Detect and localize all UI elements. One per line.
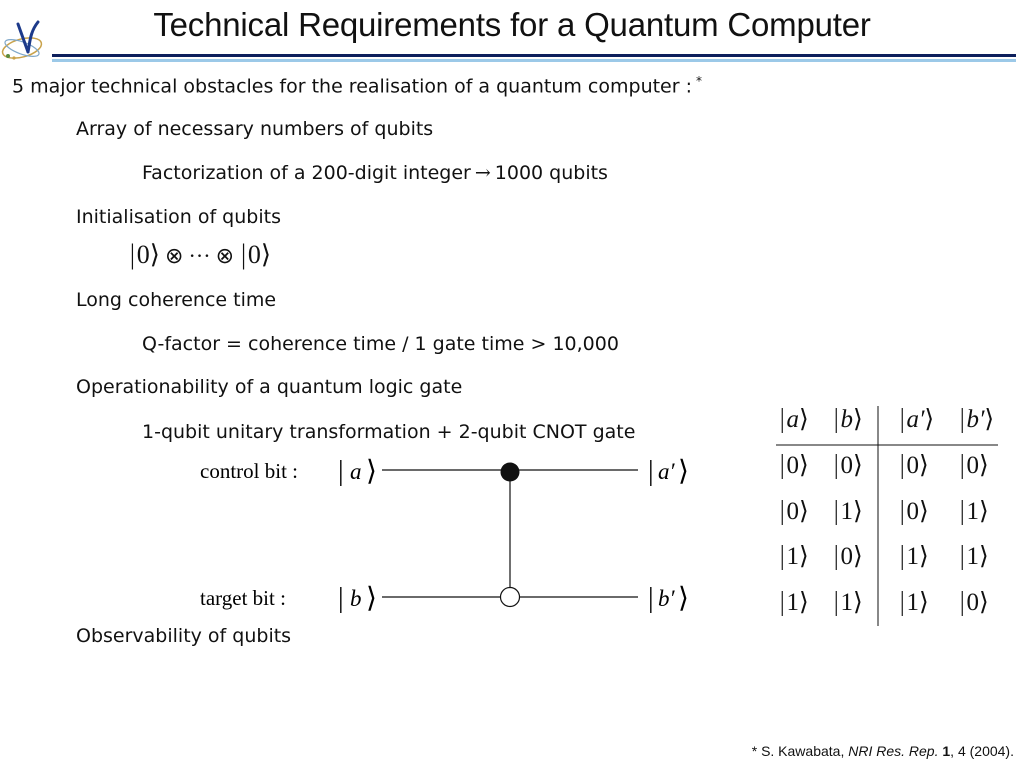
item-qubit-array-detail: Factorization of a 200-digit integer→100… [142, 162, 608, 184]
svg-text:a′: a′ [658, 459, 676, 484]
qubit-count-text: 1000 qubits [494, 162, 608, 184]
svg-text:b′: b′ [658, 586, 676, 611]
svg-text:⟩: ⟩ [678, 456, 689, 487]
footnote-authors: S. Kawabata, [761, 743, 845, 759]
table-cell: |1⟩ [778, 587, 809, 616]
item-initialisation: Initialisation of qubits [76, 206, 281, 228]
footnote-volume: 1 [942, 743, 951, 759]
item-qubit-array: Array of necessary numbers of qubits [76, 118, 434, 140]
tensor-product-icon: ⊗ [165, 243, 184, 268]
table-cell: |0⟩ [898, 450, 929, 479]
item-observability: Observability of qubits [76, 625, 292, 647]
target-xor-icon [499, 586, 521, 608]
svg-text:a: a [350, 459, 362, 484]
table-cell: |1⟩ [958, 541, 989, 570]
institution-logo-icon [0, 18, 48, 64]
table-cell: |0⟩ [898, 496, 929, 525]
control-dot-icon [500, 462, 520, 482]
target-input-ket: | b ⟩ [338, 583, 377, 614]
item-logic-gate: Operationability of a quantum logic gate [76, 376, 463, 398]
cnot-truth-table: |a⟩ |b⟩ |a′⟩ |b′⟩ |0⟩ |0⟩ |0⟩ |0⟩ |0⟩ |1⟩ |0⟩ |1⟩ |1… [770, 398, 1010, 638]
table-cell: |1⟩ [778, 541, 809, 570]
footnote-marker: * [696, 74, 703, 88]
control-output-ket: | a′ ⟩ [648, 456, 689, 487]
item-coherence-detail: Q-factor = coherence time / 1 gate time … [142, 333, 619, 355]
intro-text: 5 major technical obstacles for the real… [12, 74, 702, 97]
item-logic-gate-detail: 1-qubit unitary transformation + 2-qubit… [142, 421, 636, 443]
control-bit-label: control bit : [200, 459, 298, 483]
table-header-cell: |a′⟩ [898, 404, 935, 433]
table-cell: |1⟩ [832, 587, 863, 616]
footnote-pages: , 4 (2004). [950, 743, 1014, 759]
svg-text:⟩: ⟩ [678, 583, 689, 614]
intro-sentence: 5 major technical obstacles for the real… [12, 75, 693, 98]
table-cell: |0⟩ [778, 450, 809, 479]
table-header-cell: |b′⟩ [958, 404, 995, 433]
svg-text:|: | [338, 583, 344, 614]
target-output-ket: | b′ ⟩ [648, 583, 689, 614]
slide-title: Technical Requirements for a Quantum Com… [153, 6, 871, 43]
right-arrow-icon: → [474, 162, 491, 184]
target-bit-label: target bit : [200, 586, 286, 610]
svg-text:⟩: ⟩ [366, 583, 377, 614]
control-input-ket: | a ⟩ [338, 456, 377, 487]
tensor-product-icon: ⊗ [215, 243, 235, 268]
footnote-mark: * [751, 743, 758, 759]
svg-text:|: | [648, 456, 654, 487]
svg-text:⟩: ⟩ [366, 456, 377, 487]
title-rule-dark [52, 54, 1016, 57]
footnote-journal: NRI Res. Rep. [848, 743, 939, 759]
title-rule-light [52, 59, 1016, 62]
table-cell: |0⟩ [958, 587, 989, 616]
svg-text:|: | [338, 456, 344, 487]
ellipsis-dots: ··· [188, 243, 211, 268]
table-cell: |1⟩ [832, 496, 863, 525]
table-cell: |1⟩ [958, 496, 989, 525]
table-cell: |0⟩ [778, 496, 809, 525]
table-cell: |0⟩ [832, 450, 863, 479]
table-header-cell: |a⟩ [778, 404, 809, 433]
item-coherence-time: Long coherence time [76, 289, 277, 311]
svg-text:|: | [648, 583, 654, 614]
table-cell: |1⟩ [898, 541, 929, 570]
factorization-text: Factorization of a 200-digit integer [142, 162, 471, 184]
cnot-circuit-diagram: control bit : target bit : | a ⟩ | b ⟩ |… [200, 456, 689, 614]
table-cell: |0⟩ [832, 541, 863, 570]
reference-footnote: * S. Kawabata, NRI Res. Rep. 1, 4 (2004)… [752, 743, 1014, 759]
svg-text:b: b [350, 586, 362, 611]
initial-state-expression: |0⟩ ⊗ ··· ⊗ |0⟩ [128, 240, 271, 270]
ket-zero-right: |0⟩ [239, 240, 272, 270]
table-cell: |0⟩ [958, 450, 989, 479]
table-header-cell: |b⟩ [832, 404, 863, 433]
ket-zero-left: |0⟩ [128, 240, 160, 270]
table-cell: |1⟩ [898, 587, 929, 616]
